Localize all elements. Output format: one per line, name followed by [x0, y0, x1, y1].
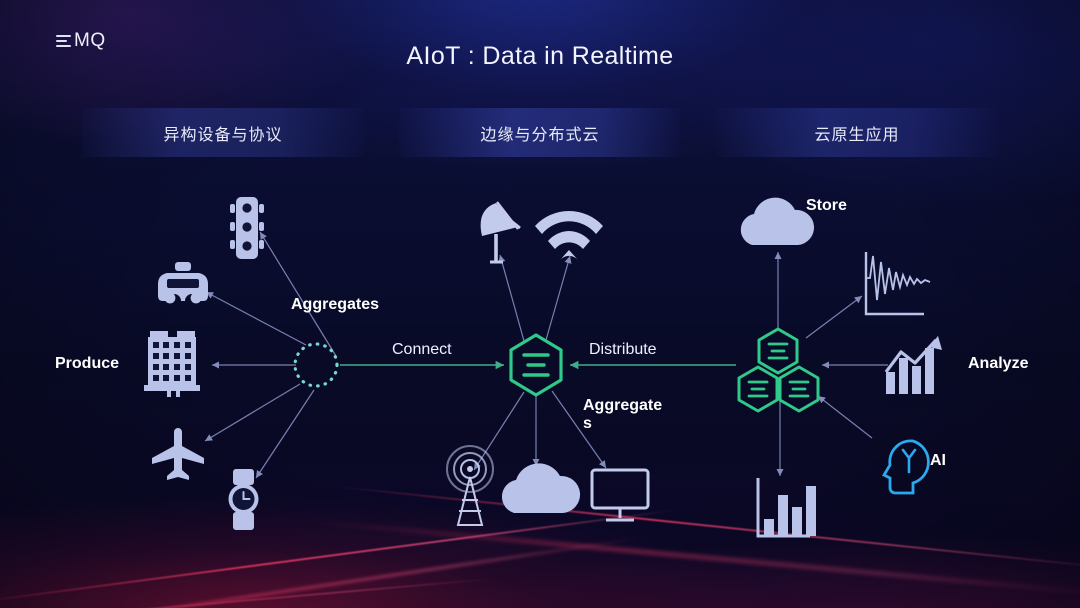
band-edge-cloud: 边缘与分布式云	[399, 108, 681, 157]
edge-link	[817, 395, 873, 439]
waveform-chart-icon	[864, 252, 931, 316]
emq-hexagon-icon	[509, 333, 563, 397]
building-icon	[144, 331, 200, 397]
emq-logo-text: MQ	[74, 30, 106, 51]
label-connect: Connect	[392, 341, 452, 358]
emq-logo: MQ	[56, 30, 106, 52]
section-bands: 异构设备与协议 边缘与分布式云 云原生应用	[82, 108, 998, 157]
cloud-icon	[740, 197, 815, 245]
label-ai: AI	[930, 452, 946, 469]
ai-head-icon	[882, 439, 930, 495]
wifi-icon	[535, 210, 603, 260]
edge-link	[473, 391, 525, 471]
edge-link	[805, 295, 863, 339]
label-distribute: Distribute	[589, 341, 657, 358]
band-devices-protocols: 异构设备与协议	[82, 108, 364, 157]
edge-link	[498, 254, 525, 342]
edge-link	[205, 291, 307, 346]
satellite-dish-icon	[480, 201, 521, 264]
cell-tower-icon	[446, 445, 495, 526]
label-analyze: Analyze	[968, 355, 1029, 372]
traffic-light-icon	[230, 197, 264, 259]
label-aggregates-center: Aggregate s	[583, 397, 663, 433]
page-title: AIoT : Data in Realtime	[406, 42, 674, 70]
edge-link	[259, 231, 337, 357]
label-aggregates-left: Aggregates	[291, 296, 380, 313]
edge-link	[204, 383, 301, 442]
edge-link	[551, 390, 607, 469]
emq-hexagon-cluster-icon	[737, 327, 820, 413]
band-cloud-native-apps: 云原生应用	[716, 108, 998, 157]
label-produce: Produce	[55, 355, 120, 372]
label-store: Store	[806, 197, 847, 214]
growth-chart-icon	[884, 336, 942, 394]
smartwatch-icon	[228, 469, 259, 530]
edge-link	[255, 389, 315, 479]
emq-logo-mark-icon	[56, 35, 71, 47]
monitor-icon	[590, 468, 650, 522]
edge-link	[545, 255, 572, 341]
dotted-ring-icon	[293, 342, 339, 388]
bar-chart-icon	[756, 478, 816, 538]
car-icon	[158, 262, 208, 304]
cloud-icon	[501, 463, 581, 513]
airplane-icon	[152, 428, 204, 480]
